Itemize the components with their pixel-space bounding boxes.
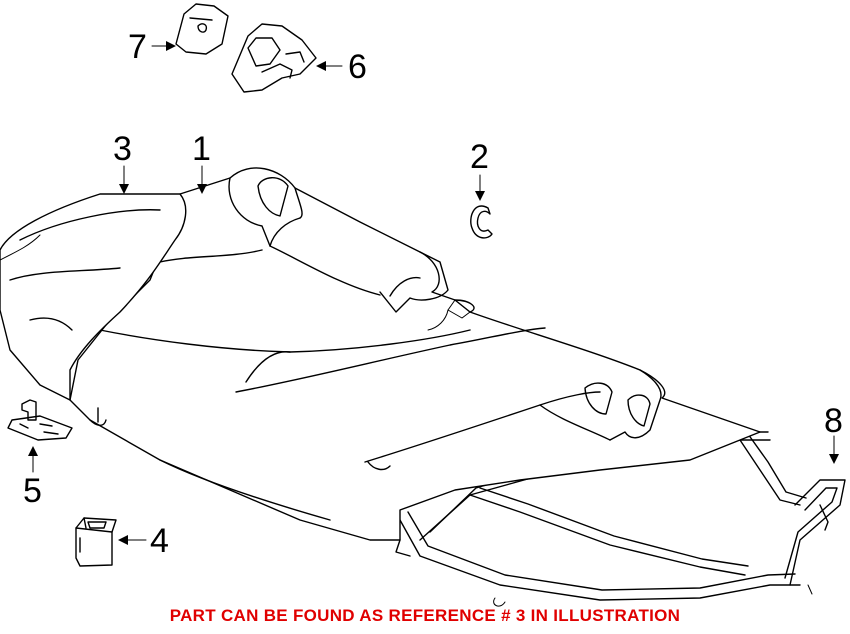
callout-2: 2 — [470, 138, 489, 176]
callout-5: 5 — [23, 472, 42, 510]
callout-6: 6 — [348, 48, 367, 86]
seat-cushion-part-1 — [69, 167, 761, 541]
leader-arrows — [28, 41, 839, 545]
reference-note: PART CAN BE FOUND AS REFERENCE # 3 IN IL… — [169, 606, 681, 625]
callout-1: 1 — [192, 130, 211, 168]
cap-part-7 — [175, 3, 229, 55]
callout-3: 3 — [113, 130, 132, 168]
callout-8: 8 — [824, 402, 843, 440]
housing-part-4 — [75, 517, 117, 567]
seat-cushion-cover-part-3 — [0, 193, 187, 401]
bracket-part-5 — [7, 399, 73, 441]
callout-7: 7 — [128, 28, 147, 66]
clip-part-2 — [470, 205, 493, 239]
guide-part-6 — [231, 23, 317, 93]
callout-4: 4 — [150, 522, 169, 560]
